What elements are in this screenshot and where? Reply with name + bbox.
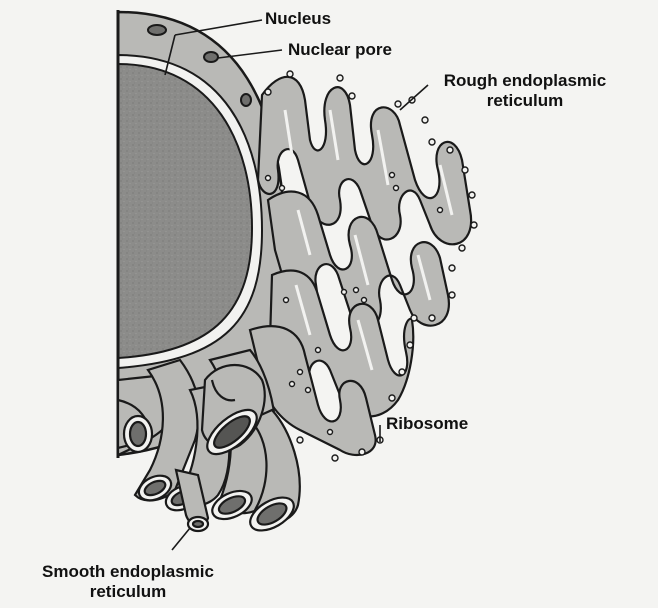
rough-er-label: Rough endoplasmic reticulum [430, 71, 620, 111]
rough-er-label-line1: Rough endoplasmic [430, 71, 620, 91]
ribosome [389, 395, 395, 401]
ribosome [265, 89, 271, 95]
rough-er-leader [400, 85, 428, 110]
ribosome [390, 173, 395, 178]
ribosome [407, 342, 413, 348]
ribosome [359, 449, 365, 455]
ribosome [429, 139, 435, 145]
ribosome [422, 117, 428, 123]
rough-er [250, 77, 471, 455]
nuclear-pore [204, 52, 218, 62]
nuclear-pore [148, 25, 166, 35]
ribosome [362, 298, 367, 303]
ribosome [462, 167, 468, 173]
ribosome [449, 292, 455, 298]
ribosome [342, 290, 347, 295]
ribosome [316, 348, 321, 353]
smooth-er-label-line1: Smooth endoplasmic [10, 562, 246, 582]
rough-er-label-line2: reticulum [430, 91, 620, 111]
ribosome [429, 315, 435, 321]
smooth-er-label-line2: reticulum [10, 582, 246, 602]
ribosome [395, 101, 401, 107]
ribosome [411, 315, 417, 321]
ribosome [354, 288, 359, 293]
smooth-er-leader [172, 528, 190, 550]
ribosome [447, 147, 453, 153]
ribosome [337, 75, 343, 81]
ribosome [266, 176, 271, 181]
ribosome [469, 192, 475, 198]
ribosome [306, 388, 311, 393]
ribosome-label: Ribosome [386, 414, 468, 434]
nuclear-pore-label: Nuclear pore [288, 40, 392, 60]
ribosome [298, 370, 303, 375]
ribosome [290, 382, 295, 387]
smooth-er-label: Smooth endoplasmic reticulum [10, 562, 246, 602]
ribosome [349, 93, 355, 99]
ribosome [459, 245, 465, 251]
ribosome [438, 208, 443, 213]
ribosome [287, 71, 293, 77]
ribosome [284, 298, 289, 303]
ribosome [280, 186, 285, 191]
ribosome [399, 369, 405, 375]
ribosome [332, 455, 338, 461]
ribosome [394, 186, 399, 191]
nuclear-pore [241, 94, 251, 106]
ribosome [328, 430, 333, 435]
ribosome [297, 437, 303, 443]
ribosome [471, 222, 477, 228]
ribosome [449, 265, 455, 271]
nucleus-label: Nucleus [265, 9, 331, 29]
